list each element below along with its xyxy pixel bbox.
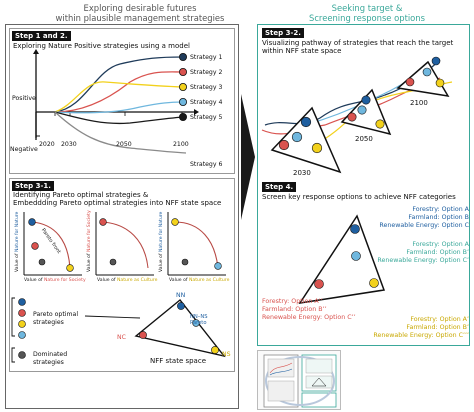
nff-title: NFF state space [150, 357, 207, 365]
strategy-6-curve [54, 111, 187, 154]
year-2020-label: 2020 [39, 141, 55, 148]
pareto-front-curve-1 [31, 221, 71, 269]
right-header-line1: Seeking target & [331, 3, 403, 13]
pareto-plot-3 [167, 212, 226, 276]
step32-line2: within NFF state space [262, 47, 342, 55]
strategy-1-label: Strategy 1 [190, 54, 223, 61]
overview-thumbnail-graphic [263, 354, 337, 408]
strategy-2-curve [54, 71, 184, 113]
left-header-line2: within plausible management strategies [55, 13, 225, 23]
y-axis-arrow-icon [33, 49, 39, 54]
teal-options: Forestry: Option A Farmland: Option B’ R… [377, 241, 469, 264]
right-section-header: Seeking target & Screening response opti… [262, 3, 472, 23]
right-header-line2: Screening response options [309, 13, 425, 23]
plot2-xlabel: Value of Nature as Culture [97, 278, 158, 283]
x-axis-arrow-icon [194, 109, 199, 115]
blue-options: Forestry: Option A Farmland: Option B Re… [379, 206, 469, 229]
strategy-5-label: Strategy 5 [190, 114, 223, 121]
pareto-plot-2 [95, 212, 154, 276]
strategy-4-curve [54, 101, 184, 114]
strategy-1-curve [54, 56, 184, 113]
step12-box [9, 28, 235, 174]
nff-nc-label: NC [117, 334, 126, 341]
pareto-front-curve-3 [174, 221, 219, 269]
nff-triangle [134, 299, 226, 358]
strategy-5-dot [178, 113, 187, 122]
left-section-header: Exploring desirable futures within plaus… [30, 3, 250, 23]
step32-line1: Visualizing pathway of strategies that r… [262, 39, 454, 47]
step4-description: Screen key response options to achieve N… [262, 193, 456, 201]
step32-tag: Step 3-2. [262, 28, 304, 38]
nff-ns-dot [211, 346, 219, 354]
step31-tag: Step 3-1. [12, 181, 54, 191]
legend-blue-dot [18, 298, 26, 306]
legend-yellow-dot [18, 320, 26, 328]
strategy-4-label: Strategy 4 [190, 99, 223, 106]
strategy-2-label: Strategy 2 [190, 69, 223, 76]
legend-red-dot [18, 309, 26, 317]
step31-line1: Identifying Pareto optimal strategies & [13, 191, 149, 199]
strategy-3-curve [54, 81, 184, 113]
year-2100-tri-label: 2100 [410, 99, 428, 107]
legend-dominated-dot [18, 351, 26, 359]
legend-dominated-label: Dominated strategies [33, 351, 68, 366]
step4-tag: Step 4. [262, 182, 297, 192]
strategy-4-dot [178, 98, 187, 107]
plot1-xlabel: Value of Nature for Society [24, 278, 86, 283]
nff-pareto-dot [192, 319, 200, 327]
year-2050-label: 2050 [116, 141, 132, 148]
nff-nn-dot [177, 302, 185, 310]
overview-thumbnail [257, 350, 341, 410]
strategy-5-curve [54, 111, 184, 125]
left-header-line1: Exploring desirable futures [83, 3, 197, 13]
negative-label: Negative [10, 146, 38, 153]
year-2030-label: 2030 [61, 141, 77, 148]
legend-lightblue-dot [18, 331, 26, 339]
step12-description: Exploring Nature Positive strategies usi… [13, 42, 190, 50]
year-2050-tri-label: 2050 [355, 135, 373, 143]
strategy-3-dot [178, 83, 187, 92]
nff-nn-label: NN [176, 292, 186, 299]
year-2100-label: 2100 [173, 141, 189, 148]
nff-nc-dot [139, 331, 147, 339]
right-panel [257, 24, 470, 346]
left-panel [5, 24, 239, 409]
step31-box [9, 178, 235, 372]
strategy-3-label: Strategy 3 [190, 84, 223, 91]
positive-label: Positive [12, 95, 36, 102]
nff-ns-label: NS [222, 351, 231, 358]
step12-tag: Step 1 and 2. [12, 31, 71, 41]
yellow-options: Forestry: Option A’ Farmland: Option B’ … [373, 316, 469, 339]
pareto-plot-1 [23, 212, 82, 276]
pareto-front-curve-2 [102, 221, 149, 269]
year-2030-tri-label: 2030 [293, 169, 311, 177]
triangle-2100 [396, 60, 450, 97]
strategy-6-label: Strategy 6 [190, 161, 223, 168]
strategy-2-dot [178, 68, 187, 77]
triangle-2030 [270, 106, 342, 174]
red-options: Forestry: Option A’’ Farmland: Option B’… [262, 298, 356, 321]
legend-pareto-label: Pareto optimal strategies [33, 311, 79, 326]
strategy-1-dot [178, 53, 187, 62]
plot3-xlabel: Value of Nature as Culture [169, 278, 230, 283]
step31-line2: Embeddding Pareto optimal strategies int… [13, 199, 222, 207]
